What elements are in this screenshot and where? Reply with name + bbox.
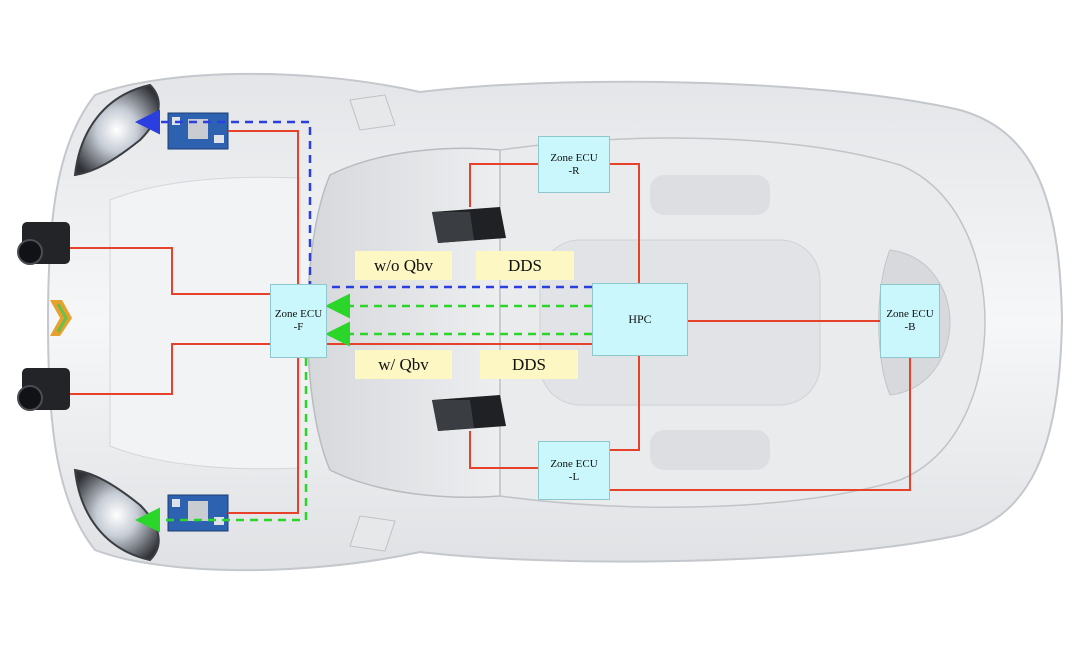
link-camera-top-to-zone-f [70,247,271,295]
controller-board-top [167,112,229,150]
link-hpc-to-zone-r [610,163,640,283]
node-zone-ecu-b-line1: Zone ECU [886,308,934,320]
lidar-top [432,207,506,243]
tag-dds-top: DDS [476,251,574,280]
node-zone-ecu-l-line2: -L [568,470,580,483]
node-zone-ecu-r-line2: -R [568,164,580,177]
node-zone-ecu-f-line2: -F [293,321,304,333]
tag-with-qbv: w/ Qbv [355,350,452,379]
headlight-left [73,468,160,562]
car-logo [50,300,72,336]
node-zone-ecu-l: Zone ECU -L [538,441,610,500]
controller-board-bottom [167,494,229,532]
path-with-qbv-to-board [135,358,308,533]
node-zone-ecu-b: Zone ECU -B [880,284,940,358]
node-zone-ecu-f: Zone ECU -F [270,284,327,358]
node-hpc-label: HPC [628,312,652,326]
headlight-right [73,83,160,177]
camera-top [17,222,70,265]
rear-seat-right [650,175,770,215]
node-hpc: HPC [592,283,688,356]
side-mirror-left [349,515,396,552]
node-zone-ecu-l-line1: Zone ECU [550,457,598,470]
camera-bottom [17,368,70,411]
tag-without-qbv: w/o Qbv [355,251,452,280]
link-camera-bottom-to-zone-f [70,343,271,395]
windshield [306,147,501,498]
link-board-top-to-zone-f [228,130,299,284]
node-zone-ecu-r-line1: Zone ECU [550,151,598,164]
rear-seat-left [650,430,770,470]
link-hpc-to-zone-l [610,356,640,451]
car-top-view [46,72,1064,572]
link-board-bottom-to-zone-f [228,358,299,514]
node-zone-ecu-f-line1: Zone ECU [274,308,323,320]
lidar-bottom [432,395,506,431]
path-without-qbv [135,109,592,289]
tag-dds-bottom: DDS [480,350,578,379]
link-lidar-top-to-zone-r [469,163,538,207]
node-zone-ecu-b-line2: -B [904,321,916,333]
ethernet-links [70,130,911,514]
side-mirror-right [349,94,396,131]
link-lidar-bottom-to-zone-l [469,431,538,469]
link-zone-b-to-zone-l [610,358,911,491]
node-zone-ecu-r: Zone ECU -R [538,136,610,193]
hood-shape [109,176,301,470]
